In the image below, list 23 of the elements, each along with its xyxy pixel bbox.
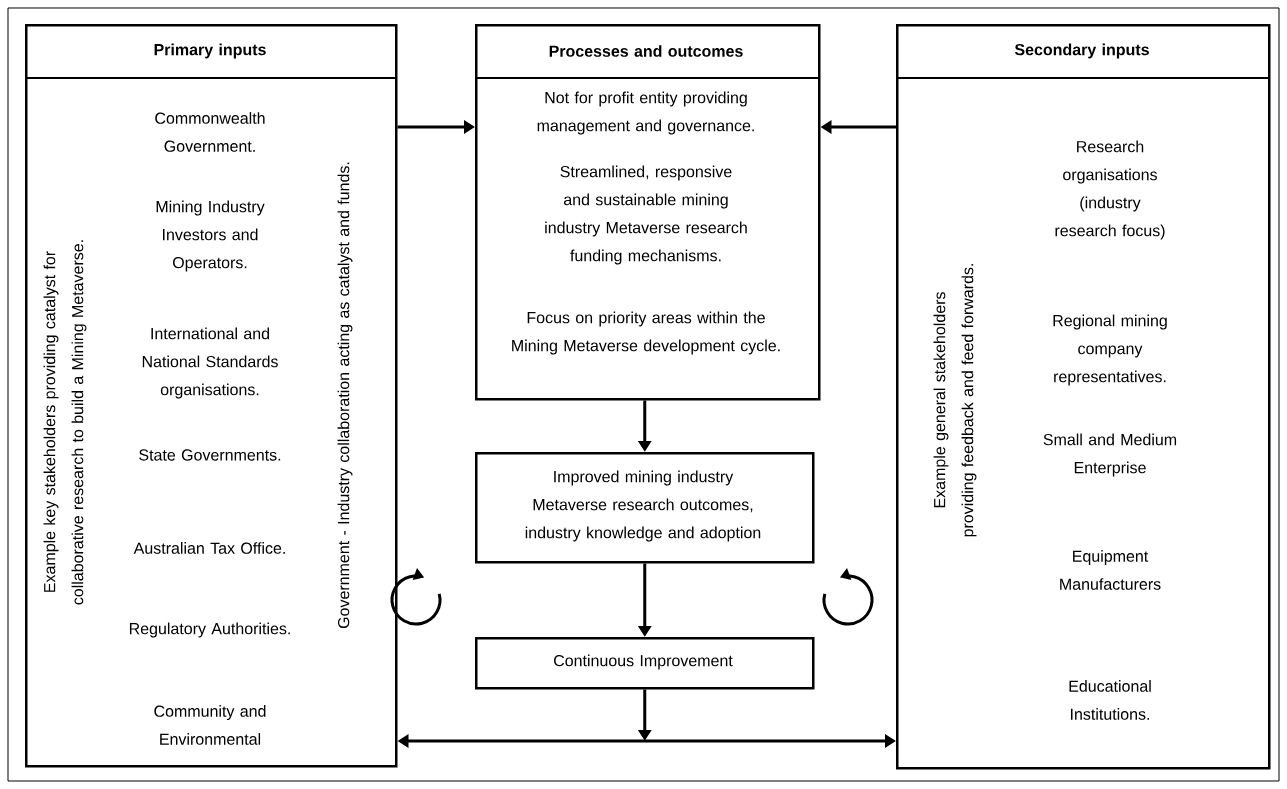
- box-text: Equipment Manufacturers: [1060, 550, 1161, 590]
- vertical-text: Example general stakeholders providing feedback and feed forwards.: [933, 264, 977, 537]
- box-text: Not for profit entity providing management and governance.: [537, 91, 754, 135]
- panel-heading: Primary inputs: [154, 43, 266, 59]
- box-text: State Governments.: [139, 449, 281, 461]
- box-text: International and National Standards organisations.: [142, 327, 278, 399]
- panel-heading: Processes and outcomes: [549, 45, 743, 57]
- box-text: Streamlined, responsive and sustainable mining industry Metaverse research funding mechanisms.: [545, 165, 747, 265]
- vertical-text: Government - Industry collaboration acting as catalyst and funds.: [337, 162, 353, 629]
- box-text: Regional mining company representatives.: [1053, 314, 1167, 386]
- box-text: Educational Institutions.: [1069, 680, 1151, 720]
- box-text: Mining Industry Investors and Operators.: [156, 200, 265, 272]
- box-text: Research organisations (industry research focus): [1055, 140, 1165, 240]
- box-text: Continuous Improvement: [554, 654, 733, 670]
- box-text: Regulatory Authorities.: [129, 622, 290, 638]
- vertical-text: Example key stakeholders providing catalyst for collaborative research to build a Mining Metaverse.: [43, 240, 87, 605]
- box-text: Commonwealth Government.: [155, 112, 265, 152]
- box-text: Community and Environmental: [154, 705, 266, 745]
- panel-heading: Secondary inputs: [1014, 43, 1149, 59]
- box-text: Focus on priority areas within the Mining Metaverse development cycle.: [512, 311, 780, 355]
- box-text: Improved mining industry Metaverse research outcomes, industry knowledge and adoption: [525, 470, 761, 542]
- box-text: Australian Tax Office.: [133, 542, 285, 554]
- box-text: Small and Medium Enterprise: [1043, 433, 1177, 477]
